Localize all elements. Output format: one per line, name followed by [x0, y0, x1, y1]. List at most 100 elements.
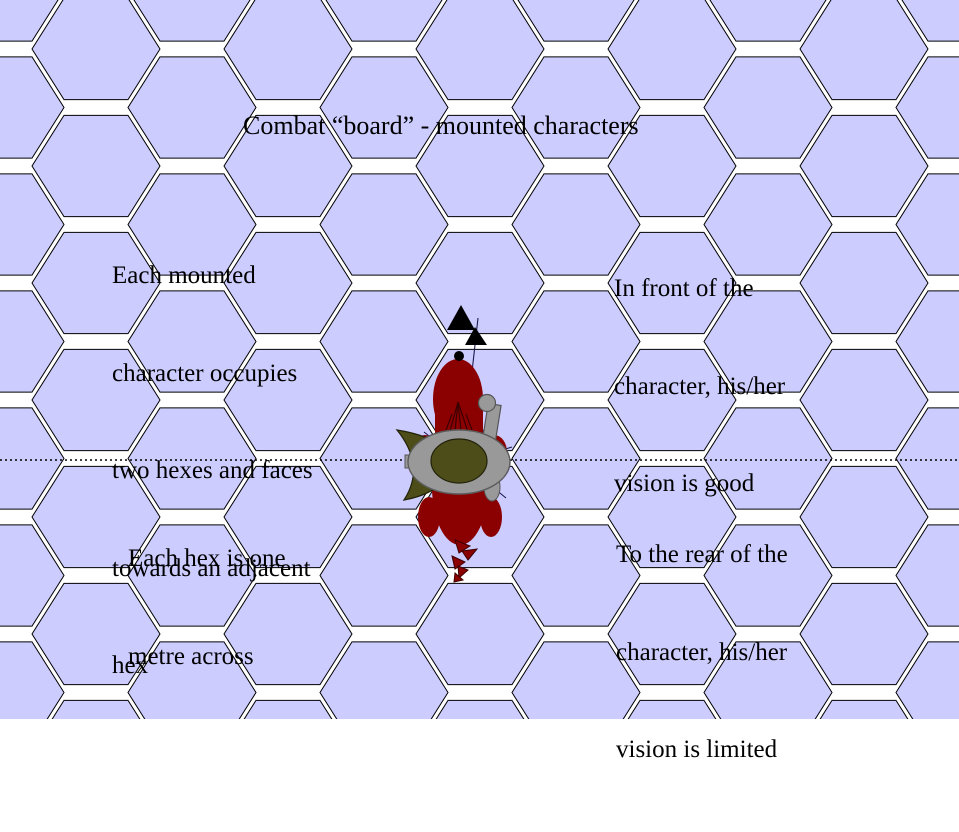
- hex-cell[interactable]: [0, 56, 65, 159]
- hex-cell[interactable]: [511, 290, 641, 393]
- hex-cell[interactable]: [704, 0, 832, 42]
- hex-cell[interactable]: [223, 348, 353, 452]
- hex-cell[interactable]: [896, 0, 959, 42]
- hex-cell[interactable]: [703, 641, 833, 719]
- note-line: two hexes and faces: [112, 457, 313, 484]
- hex-cell[interactable]: [799, 348, 929, 452]
- hex-cell[interactable]: [895, 56, 959, 159]
- hex-cell[interactable]: [0, 173, 65, 276]
- note-line: character, his/her: [614, 372, 786, 400]
- hex-cell[interactable]: [127, 641, 257, 719]
- shield: [407, 429, 511, 495]
- hex-cell[interactable]: [703, 524, 833, 627]
- hex-cell[interactable]: [703, 56, 833, 159]
- note-occupies-two-hexes: Each mounted character occupies two hexe…: [112, 195, 412, 748]
- hex-cell[interactable]: [895, 173, 959, 276]
- hex-cell[interactable]: [319, 290, 449, 393]
- hex-cell[interactable]: [0, 0, 64, 42]
- hex-cell[interactable]: [31, 0, 161, 101]
- hex-cell[interactable]: [511, 524, 641, 627]
- mounted-character-token[interactable]: [0, 0, 959, 719]
- hex-cell[interactable]: [223, 231, 353, 335]
- hex-cell[interactable]: [0, 290, 65, 393]
- note-line: towards an adjacent: [112, 554, 311, 582]
- hex-cell[interactable]: [799, 582, 929, 686]
- hex-cell[interactable]: [415, 114, 545, 218]
- hex-cell[interactable]: [319, 56, 449, 159]
- note-line: metre across: [128, 642, 254, 670]
- hex-cell[interactable]: [127, 524, 257, 627]
- hex-cell[interactable]: [127, 407, 257, 510]
- note-line: In front of the: [614, 275, 754, 302]
- hex-cell[interactable]: [895, 641, 959, 719]
- hex-cell[interactable]: [128, 0, 256, 42]
- hex-cell[interactable]: [320, 0, 448, 42]
- hex-grid: [0, 0, 959, 719]
- hex-cell[interactable]: [127, 173, 257, 276]
- note-line: hex: [112, 652, 149, 679]
- hex-cell[interactable]: [895, 290, 959, 393]
- hex-cell[interactable]: [799, 231, 929, 335]
- hex-cell[interactable]: [415, 582, 545, 686]
- slide-title: Combat “board” - mounted characters: [243, 111, 639, 140]
- hex-cell[interactable]: [31, 465, 161, 569]
- hex-cell[interactable]: [511, 56, 641, 159]
- hex-cell[interactable]: [223, 114, 353, 218]
- facing-arrow-small: [465, 327, 487, 345]
- hex-cell[interactable]: [223, 0, 353, 101]
- hex-cell[interactable]: [799, 0, 929, 101]
- hex-cell[interactable]: [607, 0, 737, 101]
- hex-cell[interactable]: [607, 582, 737, 686]
- hex-cell[interactable]: [32, 699, 160, 719]
- facing-dot: [454, 351, 464, 361]
- hex-cell[interactable]: [895, 407, 959, 510]
- hex-cell[interactable]: [0, 641, 65, 719]
- note-hex-scale: Each hex is one metre across: [128, 478, 428, 738]
- hex-cell[interactable]: [0, 407, 65, 510]
- facing-markers: [447, 305, 487, 361]
- note-line: Each hex is one: [128, 545, 286, 572]
- hex-cell[interactable]: [415, 0, 545, 101]
- hex-cell[interactable]: [319, 173, 449, 276]
- hex-cell[interactable]: [416, 699, 544, 719]
- rear-pennant: [451, 539, 479, 583]
- hex-cell[interactable]: [319, 524, 449, 627]
- hex-cell[interactable]: [511, 641, 641, 719]
- hex-cell[interactable]: [31, 231, 161, 335]
- hex-cell[interactable]: [799, 114, 929, 218]
- note-line: vision is good: [614, 470, 755, 497]
- hex-cell[interactable]: [607, 114, 737, 218]
- hex-cell[interactable]: [703, 173, 833, 276]
- hex-cell[interactable]: [799, 465, 929, 569]
- hex-cell[interactable]: [800, 699, 928, 719]
- hex-cell[interactable]: [607, 348, 737, 452]
- hex-cell[interactable]: [31, 114, 161, 218]
- hex-cells: [0, 0, 959, 719]
- hex-cell[interactable]: [608, 699, 736, 719]
- note-line: To the rear of the: [616, 541, 788, 568]
- hex-cell[interactable]: [895, 524, 959, 627]
- hex-cell[interactable]: [607, 465, 737, 569]
- hex-cell[interactable]: [415, 231, 545, 335]
- hex-cell[interactable]: [511, 173, 641, 276]
- hex-cell[interactable]: [224, 699, 352, 719]
- note-line: character, his/her: [616, 638, 788, 666]
- hex-cell[interactable]: [31, 348, 161, 452]
- hex-cell[interactable]: [512, 0, 640, 42]
- hex-cell[interactable]: [31, 582, 161, 686]
- hex-cell[interactable]: [0, 524, 65, 627]
- note-line: vision is limited: [616, 736, 778, 763]
- text-layer: Combat “board” - mounted characters Each…: [112, 111, 894, 763]
- note-rear-vision: To the rear of the character, his/her vi…: [616, 474, 916, 832]
- hex-cell[interactable]: [127, 56, 257, 159]
- hex-cell[interactable]: [703, 290, 833, 393]
- hex-cell[interactable]: [511, 407, 641, 510]
- hex-cell[interactable]: [703, 407, 833, 510]
- hex-cell[interactable]: [223, 582, 353, 686]
- note-front-vision: In front of the character, his/her visio…: [614, 208, 894, 566]
- hex-cell[interactable]: [607, 231, 737, 335]
- hex-cell[interactable]: [127, 290, 257, 393]
- hex-cell[interactable]: [223, 465, 353, 569]
- hex-cell[interactable]: [319, 641, 449, 719]
- note-line: character occupies: [112, 359, 298, 387]
